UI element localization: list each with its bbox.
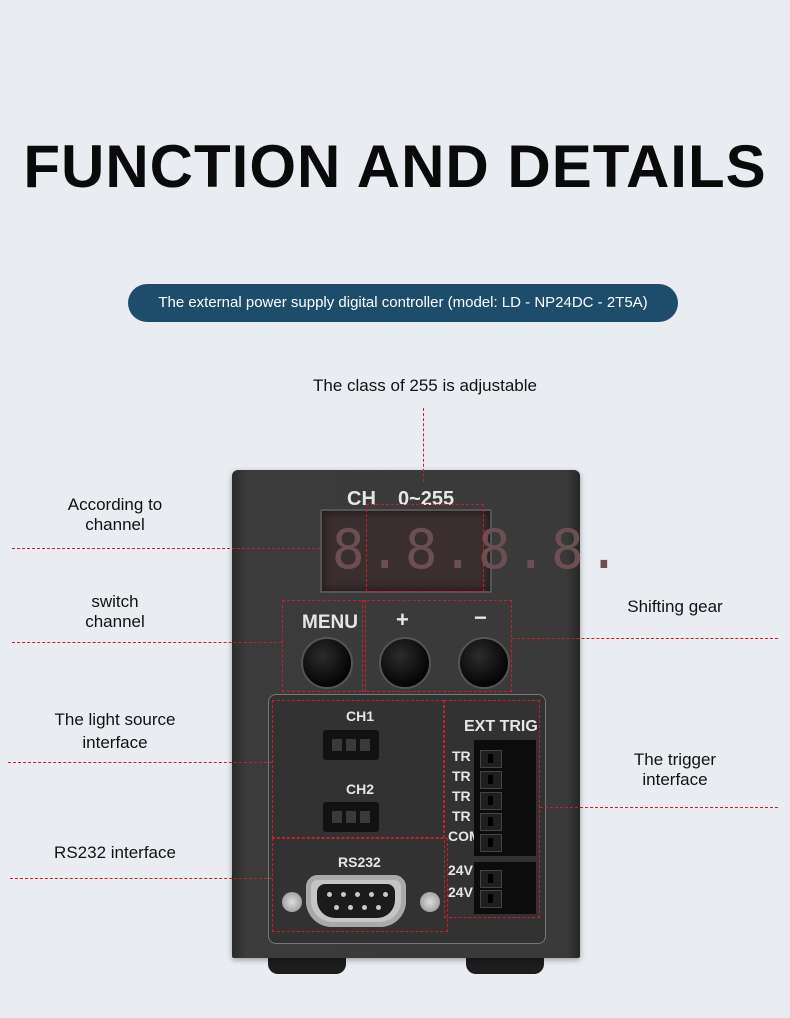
trig-label-4: TR — [452, 808, 471, 824]
menu-label: MENU — [302, 612, 358, 633]
highlight-display — [366, 504, 484, 592]
power-label-2: 24V — [448, 884, 473, 900]
minus-button[interactable] — [458, 637, 510, 689]
com-label: COM — [448, 828, 481, 844]
highlight-menu — [282, 600, 366, 692]
display-digits: 8.8.8.8. — [332, 518, 625, 581]
trig-label-1: TR — [452, 748, 471, 764]
rs232-label: RS232 — [338, 854, 381, 870]
plus-button[interactable] — [379, 637, 431, 689]
label-trigger-interface: The trigger interface — [633, 750, 717, 789]
power-label-1: 24V — [448, 862, 473, 878]
guide-light-source — [8, 762, 272, 763]
label-switch-channel: switch channel — [85, 592, 145, 631]
guide-shifting-gear — [512, 638, 778, 639]
ext-trig-label: EXT TRIG — [464, 718, 538, 735]
label-light-source-interface: The light source interface — [54, 710, 176, 752]
highlight-rs232 — [272, 838, 448, 932]
guide-class-adjustable — [423, 408, 424, 482]
guide-switch-channel — [12, 642, 282, 643]
rs232-port-face — [317, 884, 395, 918]
trig-label-2: TR — [452, 768, 471, 784]
label-class-adjustable: The class of 255 is adjustable — [313, 376, 537, 395]
ch2-label: CH2 — [346, 781, 375, 797]
label-according-channel: According to channel — [67, 495, 163, 534]
device-foot-left — [268, 954, 346, 974]
guide-according-channel — [12, 548, 320, 549]
trig-label-3: TR — [452, 788, 471, 804]
menu-button[interactable] — [301, 637, 353, 689]
ch1-connector[interactable] — [323, 730, 379, 760]
ch1-label: CH1 — [346, 708, 375, 724]
model-banner: The external power supply digital contro… — [128, 284, 678, 322]
device-foot-right — [466, 954, 544, 974]
screw-right — [420, 892, 440, 912]
highlight-plus-minus — [362, 600, 512, 692]
label-rs232-interface: RS232 interface — [54, 843, 176, 862]
ch2-connector[interactable] — [323, 802, 379, 832]
screw-left — [282, 892, 302, 912]
label-shifting-gear: Shifting gear — [627, 597, 723, 616]
rs232-port[interactable] — [306, 875, 406, 927]
led-display: 8.8.8.8. — [320, 509, 620, 593]
trigger-terminal-block[interactable] — [474, 740, 536, 856]
highlight-trigger — [444, 700, 540, 918]
plus-label: + — [396, 607, 409, 632]
page-title: FUNCTION AND DETAILS — [23, 133, 767, 200]
power-terminal-block[interactable] — [474, 862, 536, 914]
highlight-ch-ports — [272, 700, 444, 838]
guide-trigger — [540, 807, 778, 808]
minus-label: − — [474, 605, 487, 630]
guide-rs232 — [10, 878, 272, 879]
